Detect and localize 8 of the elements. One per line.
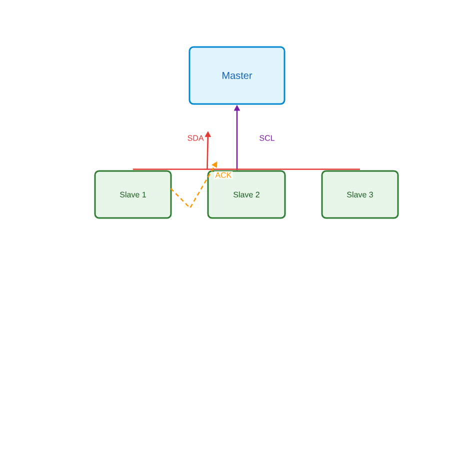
signal-line	[133, 168, 246, 170]
edge-label: SDA	[188, 135, 204, 141]
edge-label: ACK	[215, 172, 232, 178]
master-box: Master	[188, 46, 286, 105]
slave-box: Slave 3	[321, 170, 399, 219]
signal-line	[246, 168, 360, 170]
edge-label: SCL	[260, 135, 275, 141]
slave-box: Slave 1	[94, 170, 172, 219]
